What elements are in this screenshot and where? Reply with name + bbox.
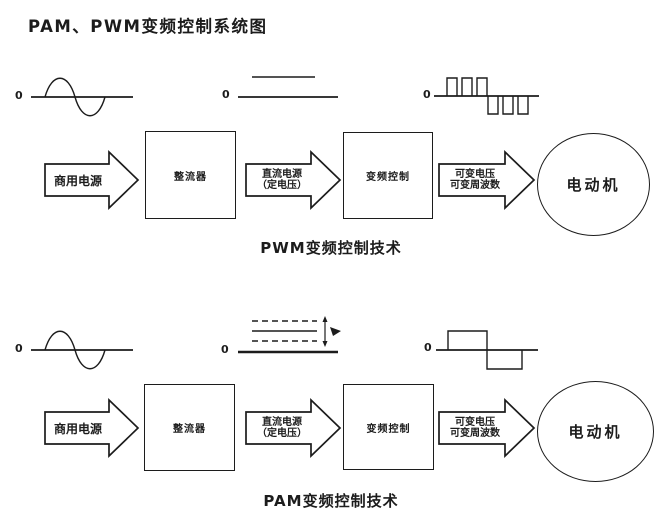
pwm-dc-zero-label: 0	[222, 88, 230, 101]
sine-wave-icon	[31, 77, 133, 117]
block-arrow-icon	[245, 150, 342, 210]
dc-power-label-line1: 直流电源	[262, 416, 302, 428]
source-power-label: 商用电源	[53, 173, 102, 188]
variable-dc-levels-icon	[238, 316, 341, 354]
pwm-pulse-train-icon	[434, 77, 539, 115]
output-power-label: 可变电压 可变周波数	[441, 163, 509, 197]
output-power-label-line2: 可变周波数	[450, 180, 500, 191]
pam-output-zero-label: 0	[424, 341, 432, 354]
pwm-inverter-box: 变频控制	[343, 132, 433, 219]
output-power-label-line1: 可变电压	[455, 416, 495, 428]
inverter-label: 变频控制	[366, 172, 410, 183]
dc-power-label: 直流电源 （定电压）	[248, 411, 316, 445]
output-power-label-line2: 可变周波数	[450, 428, 500, 439]
pam-source-power-arrow: 商用电源	[44, 398, 140, 458]
pwm-dc-power-arrow: 直流电源 （定电压）	[245, 150, 342, 210]
rectifier-label: 整流器	[174, 171, 207, 183]
motor-label: 电动机	[568, 423, 623, 441]
source-power-label: 商用电源	[53, 421, 102, 436]
block-arrow-icon	[438, 398, 536, 458]
pam-output-arrow: 可变电压 可变周波数	[438, 398, 536, 458]
pwm-caption: PWM变频控制技术	[260, 239, 402, 257]
motor-label: 电动机	[566, 176, 621, 194]
square-wave-icon	[436, 330, 538, 370]
pwm-input-zero-label: 0	[15, 89, 23, 102]
sine-wave-icon	[31, 330, 133, 370]
pam-input-zero-label: 0	[15, 342, 23, 355]
dc-power-label: 直流电源 （定电压）	[248, 163, 316, 197]
pwm-output-arrow: 可变电压 可变周波数	[438, 150, 536, 210]
dc-power-label-line2: （定电压）	[257, 428, 307, 439]
output-power-label: 可变电压 可变周波数	[441, 411, 509, 445]
pam-motor-ellipse: 电动机	[537, 381, 654, 482]
diagram-title: PAM、PWM变频控制系统图	[28, 17, 268, 36]
pam-rectifier-box: 整流器	[144, 384, 235, 471]
pwm-source-power-arrow: 商用电源	[44, 150, 140, 210]
rectifier-label: 整流器	[173, 424, 206, 435]
dc-line-icon	[238, 76, 338, 98]
pam-inverter-box: 变频控制	[343, 384, 434, 470]
pam-caption: PAM变频控制技术	[263, 492, 399, 510]
inverter-label: 变频控制	[366, 423, 411, 435]
pam-dc-zero-label: 0	[221, 343, 229, 356]
block-arrow-icon	[44, 150, 140, 210]
dc-power-label-line1: 直流电源	[262, 168, 302, 180]
pam-dc-power-arrow: 直流电源 （定电压）	[245, 398, 342, 458]
block-arrow-icon	[44, 398, 140, 458]
block-arrow-icon	[245, 398, 342, 458]
pwm-motor-ellipse: 电动机	[537, 133, 650, 236]
block-arrow-icon	[438, 150, 536, 210]
dc-power-label-line2: （定电压）	[257, 180, 307, 191]
output-power-label-line1: 可变电压	[455, 168, 495, 180]
pwm-output-zero-label: 0	[423, 88, 431, 101]
pwm-rectifier-box: 整流器	[145, 131, 236, 219]
